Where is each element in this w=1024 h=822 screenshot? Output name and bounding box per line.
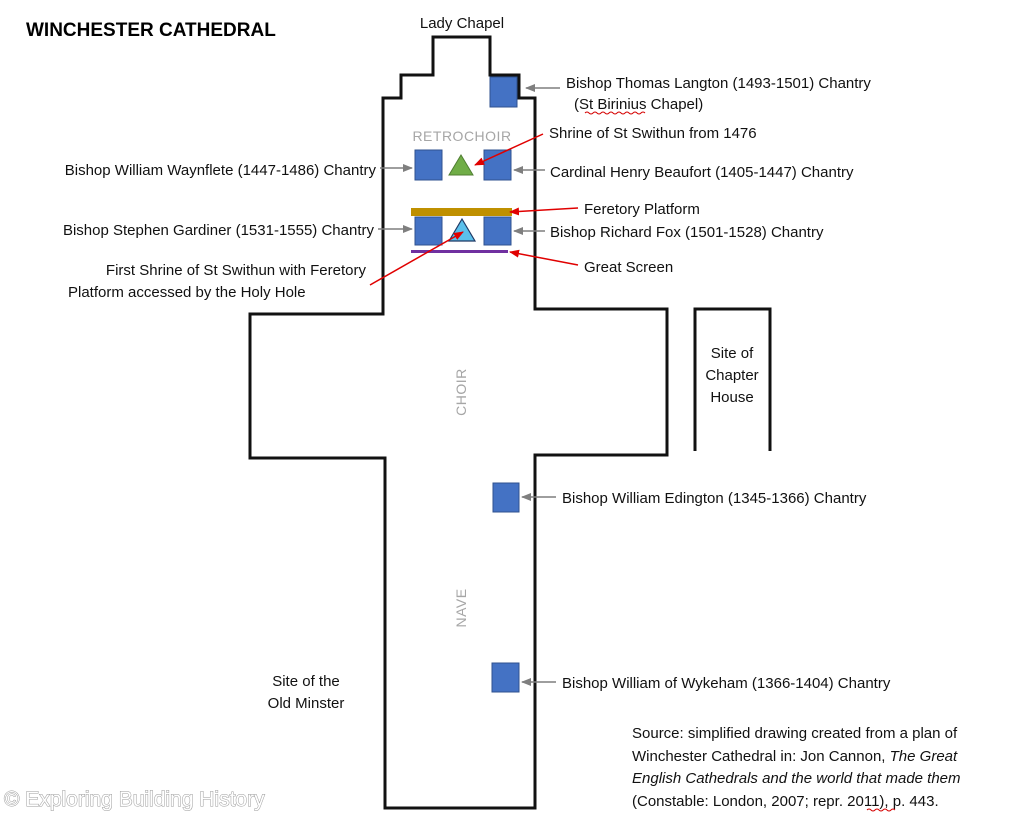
cathedral-outline xyxy=(248,35,669,810)
watermark: © Exploring Building History xyxy=(4,788,265,811)
langton-label-2: (St Birinius Chapel) xyxy=(574,96,703,113)
wykeham-label: Bishop William of Wykeham (1366-1404) Ch… xyxy=(562,675,891,692)
choir-label: CHOIR xyxy=(453,368,469,416)
swithun-1476-label: Shrine of St Swithun from 1476 xyxy=(549,125,757,142)
lady-chapel-label: Lady Chapel xyxy=(420,15,504,32)
feretory-platform xyxy=(411,208,512,216)
langton-label-1: Bishop Thomas Langton (1493-1501) Chantr… xyxy=(566,75,871,92)
nave-label: NAVE xyxy=(453,588,469,627)
arrow-great-screen xyxy=(509,249,579,266)
beaufort-label: Cardinal Henry Beaufort (1405-1447) Chan… xyxy=(550,164,854,181)
source-line-3: English Cathedrals and the world that ma… xyxy=(632,770,961,787)
fox-label: Bishop Richard Fox (1501-1528) Chantry xyxy=(550,224,824,241)
arrow-first-shrine xyxy=(369,231,464,286)
source-line-4: (Constable: London, 2007; repr. 2011), p… xyxy=(632,793,939,810)
source-line-2-plain: Winchester Cathedral in: Jon Cannon, xyxy=(632,748,890,765)
waynflete-label: Bishop William Waynflete (1447-1486) Cha… xyxy=(65,162,377,179)
chapter-house-label-3: House xyxy=(710,389,753,406)
retrochoir-label: RETROCHOIR xyxy=(412,128,511,144)
chapter-house-label-2: Chapter xyxy=(705,367,758,384)
diagram-title: WINCHESTER CATHEDRAL xyxy=(26,20,276,41)
great-screen-label: Great Screen xyxy=(584,259,673,276)
langton-chantry xyxy=(489,76,518,108)
waynflete-chantry xyxy=(414,149,443,181)
wykeham-chantry xyxy=(491,662,520,693)
first-shrine-label-1: First Shrine of St Swithun with Feretory xyxy=(106,262,367,279)
source-line-1: Source: simplified drawing created from … xyxy=(632,725,958,742)
gardiner-chantry xyxy=(414,216,443,246)
old-minster-label-1: Site of the xyxy=(272,673,340,690)
spellcheck-underline-birinius xyxy=(584,111,646,115)
arrow-swithun-1476 xyxy=(474,133,544,166)
old-minster-label-2: Old Minster xyxy=(268,695,345,712)
edington-label: Bishop William Edington (1345-1366) Chan… xyxy=(562,490,867,507)
feretory-label: Feretory Platform xyxy=(584,201,700,218)
source-line-2: Winchester Cathedral in: Jon Cannon, The… xyxy=(632,748,958,765)
chapter-house-label-1: Site of xyxy=(711,345,754,362)
great-screen xyxy=(411,250,508,253)
first-shrine-label-2: Platform accessed by the Holy Hole xyxy=(68,284,306,301)
source-line-2-italic: The Great xyxy=(890,748,958,765)
arrow-feretory xyxy=(509,207,579,216)
edington-chantry xyxy=(492,482,520,513)
fox-chantry xyxy=(483,216,512,246)
spellcheck-underline-repr xyxy=(866,808,896,812)
gardiner-label: Bishop Stephen Gardiner (1531-1555) Chan… xyxy=(63,222,375,239)
chapter-house-outline xyxy=(665,307,772,455)
swithun-1476-shrine xyxy=(448,154,474,176)
